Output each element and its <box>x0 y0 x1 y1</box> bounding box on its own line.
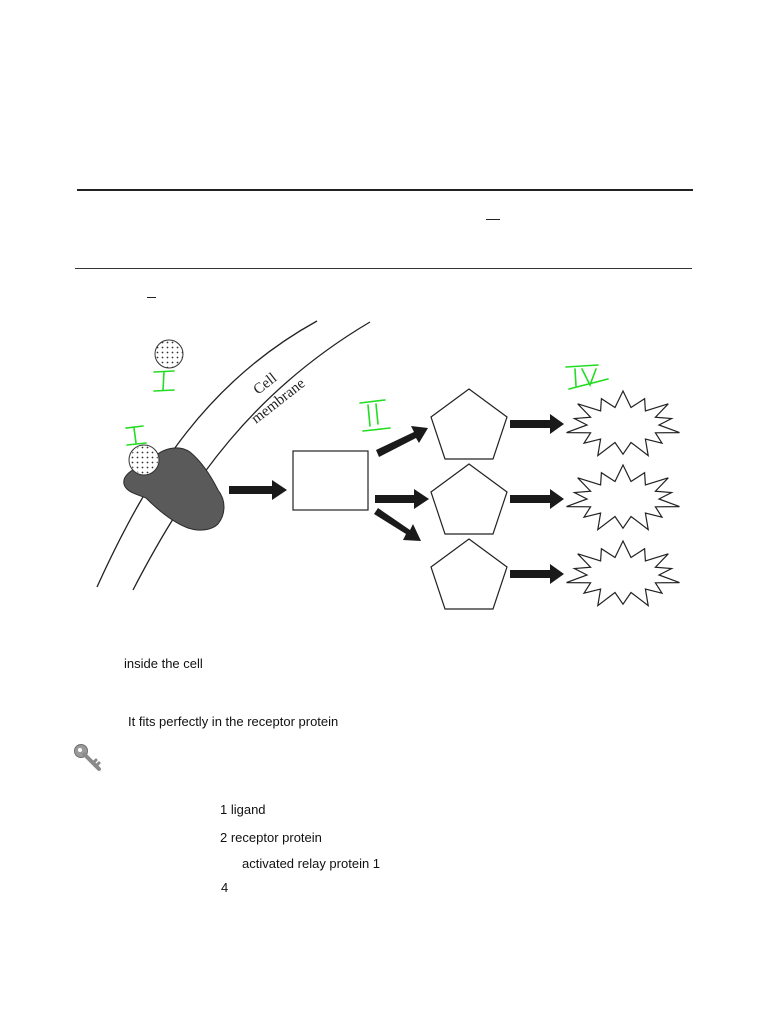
burst-response-top <box>566 389 680 457</box>
annotation-I-receptor <box>125 425 147 446</box>
arrow-pentagon-to-burst-bottom <box>510 564 564 584</box>
arrow-receptor-to-relay <box>229 480 287 500</box>
burst-response-bottom <box>566 539 680 607</box>
ligand-free <box>154 339 184 369</box>
key-icon <box>74 744 101 771</box>
answer-fits-receptor: It fits perfectly in the receptor protei… <box>128 714 339 729</box>
membrane-outer-line <box>96 320 318 588</box>
pentagon-middle <box>430 463 508 535</box>
pentagon-top <box>430 388 508 460</box>
membrane-inner-line <box>132 321 371 591</box>
list-item-four: 4 <box>221 880 229 895</box>
annotation-I-ligand <box>153 370 175 392</box>
list-item-receptor-protein: 2 receptor protein <box>220 830 322 845</box>
annotation-II-relay <box>359 399 391 432</box>
arrow-relay-to-pentagon-middle <box>375 489 429 509</box>
list-item-relay-protein: activated relay protein 1 <box>242 856 381 871</box>
list-item-ligand: 1 ligand <box>220 802 266 817</box>
short-dash-1 <box>486 219 500 220</box>
short-dash-2 <box>147 297 156 298</box>
burst-response-middle <box>566 463 680 531</box>
pentagon-bottom <box>430 538 508 610</box>
arrow-relay-to-pentagon-top <box>376 426 428 457</box>
answer-inside-cell: inside the cell <box>124 656 203 671</box>
arrow-relay-to-pentagon-bottom <box>374 508 421 541</box>
arrow-pentagon-to-burst-middle <box>510 489 564 509</box>
ligand-bound-dots <box>130 446 158 474</box>
arrow-pentagon-to-burst-top <box>510 414 564 434</box>
top-rule <box>77 189 693 191</box>
relay-protein-box <box>292 450 369 511</box>
cell-signaling-diagram: Cell membrane <box>96 320 680 610</box>
middle-rule <box>75 268 692 269</box>
annotation-IV-response <box>565 364 609 390</box>
